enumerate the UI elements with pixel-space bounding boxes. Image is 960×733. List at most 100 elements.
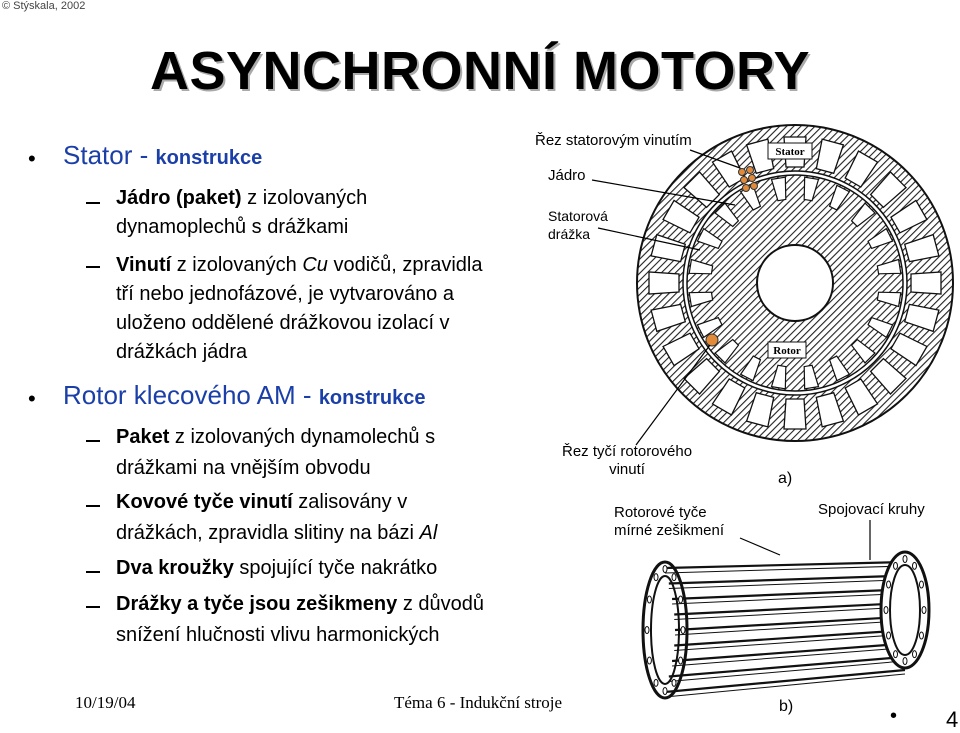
rotor-heading-text: Rotor klecového AM: [63, 380, 296, 410]
text-bold: Jádro (paket): [116, 187, 242, 209]
stator-slot-shape: [662, 199, 700, 234]
dash: [86, 266, 100, 268]
stator-slot: [650, 303, 687, 333]
rotor-slot-shape: [770, 176, 787, 202]
stator-slot-shape: [890, 199, 928, 234]
text-bold: Kovové tyče vinutí: [116, 491, 293, 513]
ring-hole: [662, 687, 668, 695]
stator-slot-shape: [869, 357, 907, 395]
footer-topic: Téma 6 - Indukční stroje: [394, 693, 563, 712]
rotor-slot: [803, 364, 820, 390]
bullet-stator: •: [28, 146, 36, 171]
dash: [86, 606, 100, 608]
ring-hole: [671, 678, 677, 687]
stator-tag-box: [767, 142, 813, 160]
stator-heading-text: Stator: [63, 140, 133, 170]
rotor-slot: [876, 258, 902, 275]
rotor-slot: [828, 355, 851, 382]
ring-hole: [886, 631, 892, 640]
ring-hole: [918, 580, 924, 589]
text: drážka: [548, 226, 591, 242]
stator-slot-shape: [745, 138, 775, 175]
stator-slot-shape: [683, 171, 721, 209]
leader-jadro: [591, 179, 736, 206]
stator-slot-shape: [844, 150, 879, 188]
rotor-cage-diagram: [641, 550, 931, 700]
stator-slot-shape: [815, 391, 845, 428]
stator-slot: [890, 199, 928, 234]
text-bold: Paket: [116, 426, 170, 448]
ring-hole: [662, 565, 668, 573]
page-bullet: •: [890, 705, 898, 727]
page-number: 4: [946, 707, 959, 732]
stator-slot-shape: [711, 150, 746, 188]
rotor-slot: [770, 364, 787, 390]
ring-hole: [912, 650, 917, 659]
stator-slot-shape: [903, 303, 940, 333]
stator-slot: [844, 378, 879, 416]
stator-item-core: Jádro (paket) z izolovaných dynamoplechů…: [116, 184, 367, 242]
rotor-slot: [828, 184, 851, 211]
stator-separator: -: [139, 140, 149, 170]
cage-bars: [664, 560, 918, 698]
text: z důvodů: [397, 593, 484, 615]
ring-hole: [921, 606, 927, 614]
stator-slot-shape: [650, 303, 687, 333]
label-statorova-drazka: Statorová drážka: [548, 207, 608, 243]
end-ring-holes: [883, 555, 927, 665]
stator-slot: [815, 138, 845, 175]
rotor-slot-shape: [876, 291, 902, 308]
rotor-item-skew: Drážky a tyče jsou zešikmeny z důvodů sn…: [116, 589, 484, 651]
rotor-subheading: konstrukce: [318, 387, 426, 409]
text: drážkách, zpravidla slitiny na bázi: [116, 522, 420, 544]
ring-hole: [902, 657, 908, 665]
stator-slot-shape: [869, 171, 907, 209]
cage-bar: [674, 601, 917, 616]
stator-slot: [662, 199, 700, 234]
rotor-slot-shape: [714, 338, 740, 364]
ring-hole: [918, 631, 924, 640]
rotor-slot-shape: [688, 291, 714, 308]
rotor-slot-shape: [696, 316, 723, 339]
ring-hole: [680, 626, 686, 634]
stator-subheading: konstrukce: [155, 147, 263, 169]
ring-hole: [644, 626, 650, 634]
stator-conductors: [738, 166, 758, 192]
stator-slot-shape: [745, 391, 775, 428]
stator-slot-shape: [844, 378, 879, 416]
rotor-item-rings: Dva kroužky spojující tyče nakrátko: [116, 553, 437, 584]
rotor-tag: Rotor: [773, 345, 801, 357]
ring-hole: [902, 555, 908, 563]
rotor-slot: [876, 291, 902, 308]
stator-slot-shape: [815, 138, 845, 175]
stator-slot-shape: [890, 332, 928, 367]
ring-hole: [886, 580, 892, 589]
rotor-item-bars: Kovové tyče vinutí zalisovány v drážkách…: [116, 487, 437, 549]
rotor-slot-shape: [828, 184, 851, 211]
stator-slot: [910, 271, 942, 295]
page-title: ASYNCHRONNÍ MOTORY: [149, 41, 811, 101]
stator-slot: [903, 233, 940, 263]
text: dynamoplechů s drážkami: [116, 216, 349, 238]
cage-bar-edge: [668, 579, 910, 589]
text: z izolovaných dynamolechů s: [169, 426, 436, 448]
stator-slot: [869, 171, 907, 209]
stator-slot-shape: [903, 233, 940, 263]
rotor-slot: [867, 316, 894, 339]
rotor-slot: [850, 338, 876, 364]
text: snížení hlučnosti vlivu harmonických: [116, 624, 440, 646]
text-bold: Dva kroužky: [116, 557, 234, 579]
leader-tyce: [739, 537, 781, 556]
rotor-slots: [688, 176, 902, 390]
rotor-slot-shape: [867, 227, 894, 250]
cage-bar-edge: [672, 646, 914, 667]
stator-slot: [815, 391, 845, 428]
rotor-slot-shape: [739, 355, 762, 382]
label-b: b): [779, 698, 794, 715]
footer-date: 10/19/04: [75, 693, 136, 712]
rotor-slot-shape: [803, 364, 820, 390]
stator-slot: [745, 138, 775, 175]
rotor-slot: [714, 338, 740, 364]
cage-bar: [674, 614, 918, 632]
